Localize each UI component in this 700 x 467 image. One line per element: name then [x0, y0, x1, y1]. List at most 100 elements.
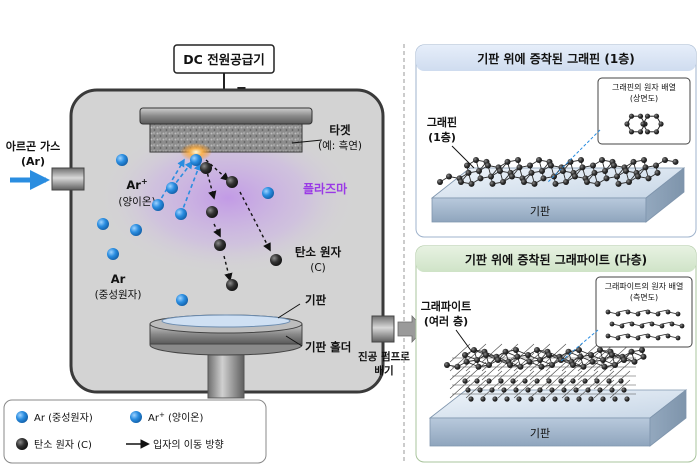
argon-atom: [152, 199, 164, 211]
carbon-atom: [606, 378, 612, 384]
carbon-atom: [515, 157, 521, 163]
carbon-atom: [517, 363, 524, 370]
carbon-atom: [537, 357, 543, 363]
pump-outlet-pipe: [371, 315, 395, 343]
graphene-panel-header: [416, 45, 696, 71]
carbon-atom: [560, 168, 566, 174]
inset-atom: [655, 335, 661, 341]
carbon-atom: [597, 387, 603, 393]
carbon-atom: [548, 162, 554, 169]
carbon-atom: [534, 378, 540, 384]
ion-arrow: [157, 158, 185, 205]
substrate-disc: [161, 314, 291, 328]
inset-atom: [637, 129, 644, 135]
carbon-atom: [654, 169, 661, 176]
graphite-inset-subtitle: (측면도): [630, 292, 658, 302]
argon-atom: [175, 208, 187, 220]
inset-atom: [619, 323, 625, 329]
target-leader: [291, 139, 323, 144]
graphite-grid-line: [449, 343, 471, 363]
carbon-atom: [594, 378, 600, 384]
carbon-atom: [516, 164, 523, 171]
carbon-atom: [539, 168, 545, 174]
carbon-atom: [501, 387, 507, 393]
carbon-atom: [483, 352, 489, 358]
carbon-atom: [565, 348, 572, 355]
target-sublabel: (예: 흑연): [318, 139, 362, 152]
graphene-leader: [451, 145, 475, 169]
carbon-atom: [602, 168, 608, 174]
carbon-atom: [549, 387, 555, 393]
carbon-atom: [516, 396, 522, 402]
carbon-atom: [463, 358, 470, 365]
carbon-atom: [536, 157, 542, 163]
carbon-atom: [537, 387, 543, 393]
carbon-atom: [528, 396, 534, 402]
carbon-atom: [200, 162, 212, 174]
carbon-atom: [465, 169, 472, 176]
carbon-atom: [642, 164, 649, 171]
graphite-grid-line: [609, 361, 631, 381]
carbon-atom: [437, 179, 443, 185]
graphene-substrate-label: 기판: [530, 205, 550, 218]
carbon-atom: [270, 254, 282, 266]
inset-atom: [645, 333, 651, 339]
carbon-atom: [612, 362, 618, 368]
graphite-grid-line: [609, 379, 631, 399]
inset-atom: [659, 323, 665, 329]
carbon-atom: [468, 396, 474, 402]
inset-atom: [628, 113, 635, 119]
carbon-atom: [615, 180, 622, 187]
carbon-atom: [600, 357, 606, 363]
ion-label: Ar+: [126, 177, 147, 192]
carbon-atom: [464, 162, 470, 169]
graphite-inset-lattice: [605, 309, 685, 341]
graphite-grid-line: [529, 361, 551, 381]
carbon-atom: [444, 362, 450, 368]
legend-carbon-label: 탄소 원자 (C): [34, 439, 92, 451]
graphite-grid-line: [545, 361, 567, 381]
carbon-atom: [576, 347, 582, 353]
pump-label: 진공 펌프로: [358, 350, 410, 363]
carbon-atom: [526, 358, 533, 365]
carbon-atom: [471, 347, 477, 353]
carbon-atom: [584, 179, 590, 185]
graphite-grid-line: [465, 361, 487, 381]
target-label: 타겟: [329, 123, 351, 137]
inset-atom: [679, 323, 685, 329]
carbon-arrow: [205, 167, 217, 200]
graphene-sheet: [437, 157, 679, 187]
inset-atom: [637, 113, 644, 119]
carbon-atom: [662, 157, 668, 163]
ion-trajectories: [157, 158, 202, 215]
sputter-flash: [180, 143, 212, 161]
carbon-sublabel: (C): [310, 262, 326, 274]
carbon-trajectories: [205, 159, 271, 282]
carbon-atom: [458, 179, 464, 185]
carbon-atom: [558, 357, 564, 363]
graphite-grid-line: [513, 361, 535, 381]
neutral-label: Ar: [111, 272, 126, 286]
carbon-atom: [454, 363, 461, 370]
inset-atom: [649, 321, 655, 327]
graphite-grid-line: [577, 370, 599, 390]
carbon-atom: [561, 387, 567, 393]
carbon-atom: [552, 180, 559, 187]
argon-atom: [190, 154, 202, 166]
carbon-atom: [513, 387, 519, 393]
neutral-sublabel: (중성원자): [95, 289, 142, 301]
graphite-grid-line: [449, 370, 471, 390]
argon-atom: [130, 224, 142, 236]
gas-inlet-pipe: [51, 167, 85, 191]
graphite-leader: [455, 329, 473, 353]
carbon-atom: [589, 358, 596, 365]
carbon-atom: [486, 362, 492, 368]
graphite-grid-line: [593, 361, 615, 381]
graphite-grid-line: [449, 379, 471, 399]
substrate-holder: [149, 314, 303, 399]
graphite-grid-line: [545, 379, 567, 399]
graphite-grid-line: [497, 370, 519, 390]
inset-atom: [658, 121, 664, 127]
inset-atom: [644, 129, 651, 135]
carbon-atom: [480, 396, 486, 402]
